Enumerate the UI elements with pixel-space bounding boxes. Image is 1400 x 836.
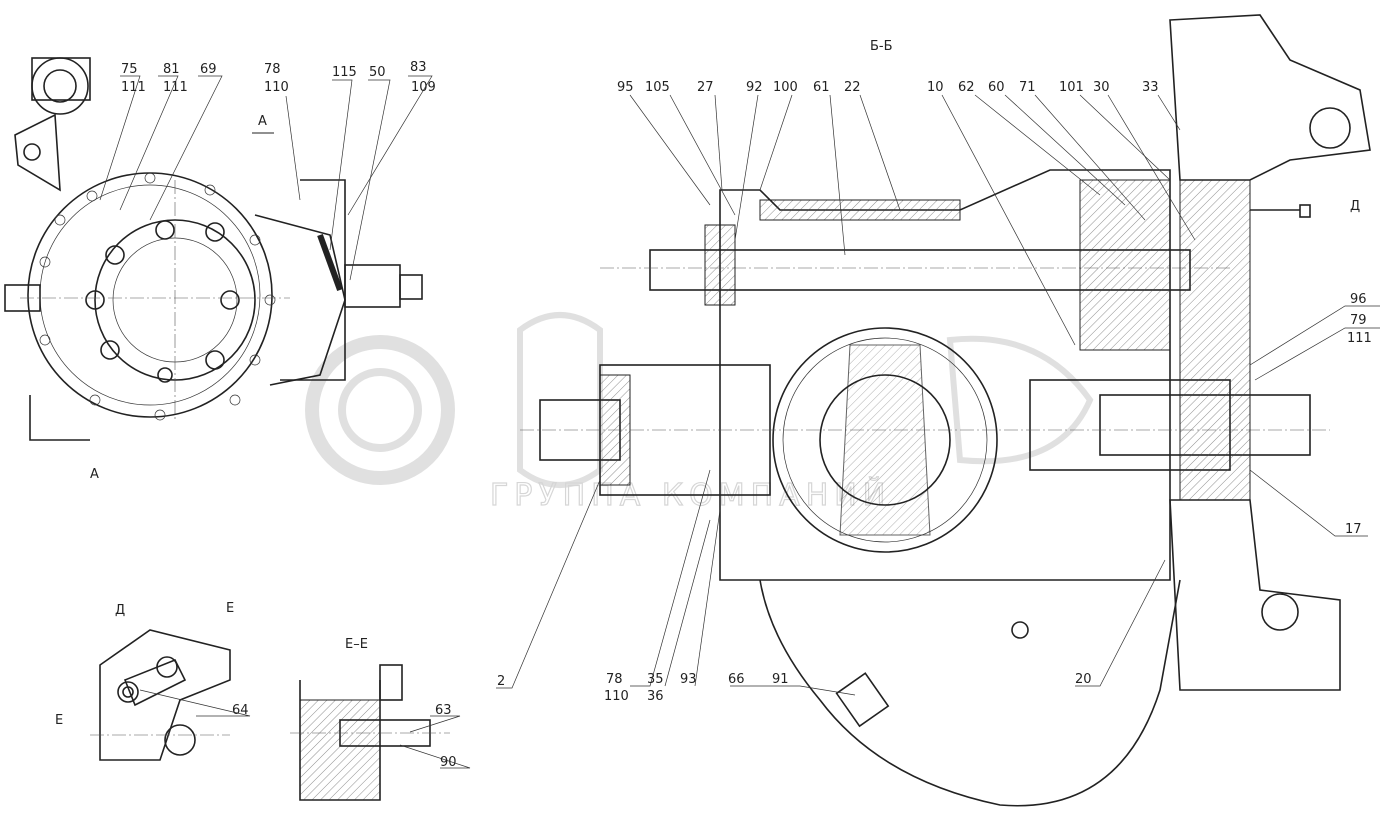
leader-lines — [99, 75, 1380, 769]
callout-36: 36 — [647, 689, 664, 704]
callout-66: 66 — [728, 672, 745, 687]
callout-79-qty: 111 — [1347, 331, 1372, 346]
callout-105: 105 — [645, 80, 670, 95]
callout-27: 27 — [697, 80, 714, 95]
section-e-label-1: Е — [226, 601, 234, 616]
section-ee-title: Е–Е — [345, 637, 368, 652]
callout-95: 95 — [617, 80, 634, 95]
callout-78-section: 78 — [606, 672, 623, 687]
callout-22: 22 — [844, 80, 861, 95]
callout-90: 90 — [440, 755, 457, 770]
callout-35: 35 — [647, 672, 664, 687]
detail-views — [90, 629, 450, 801]
callout-78: 78 — [264, 62, 281, 77]
callout-96: 96 — [1350, 292, 1367, 307]
section-title: Б-Б — [870, 39, 893, 54]
callout-78-section-qty: 110 — [604, 689, 629, 704]
callout-81-qty: 111 — [163, 80, 188, 95]
section-view — [520, 14, 1371, 807]
callout-101: 101 — [1059, 80, 1084, 95]
callout-91: 91 — [772, 672, 789, 687]
callout-83: 83 — [410, 60, 427, 75]
callout-61: 61 — [813, 80, 830, 95]
callout-92: 92 — [746, 80, 763, 95]
callout-75-qty: 111 — [121, 80, 146, 95]
watermark-logo: ГРУППА КОМПАНИЙ — [305, 312, 1094, 514]
callouts: 75 111 81 111 69 78 110 115 50 83 109 95… — [121, 60, 1372, 770]
view-a-label-bottom: А — [90, 467, 99, 482]
callout-78-qty: 110 — [264, 80, 289, 95]
section-e-label-2: Е — [55, 713, 63, 728]
callout-79: 79 — [1350, 313, 1367, 328]
callout-20: 20 — [1075, 672, 1092, 687]
callout-2: 2 — [497, 674, 505, 689]
callout-71: 71 — [1019, 80, 1036, 95]
view-a-label-top: А — [258, 114, 267, 129]
callout-75: 75 — [121, 62, 138, 77]
callout-60: 60 — [988, 80, 1005, 95]
view-d-label: Д — [115, 603, 125, 618]
callout-64: 64 — [232, 703, 249, 718]
view-d-label-right: Д — [1350, 199, 1360, 214]
callout-115: 115 — [332, 65, 357, 80]
callout-93: 93 — [680, 672, 697, 687]
side-view — [4, 57, 423, 441]
callout-17: 17 — [1345, 522, 1362, 537]
callout-69: 69 — [200, 62, 217, 77]
callout-83-qty: 109 — [411, 80, 436, 95]
callout-50: 50 — [369, 65, 386, 80]
callout-100: 100 — [773, 80, 798, 95]
callout-30: 30 — [1093, 80, 1110, 95]
callout-33: 33 — [1142, 80, 1159, 95]
callout-10: 10 — [927, 80, 944, 95]
callout-63: 63 — [435, 703, 452, 718]
callout-81: 81 — [163, 62, 180, 77]
callout-62: 62 — [958, 80, 975, 95]
